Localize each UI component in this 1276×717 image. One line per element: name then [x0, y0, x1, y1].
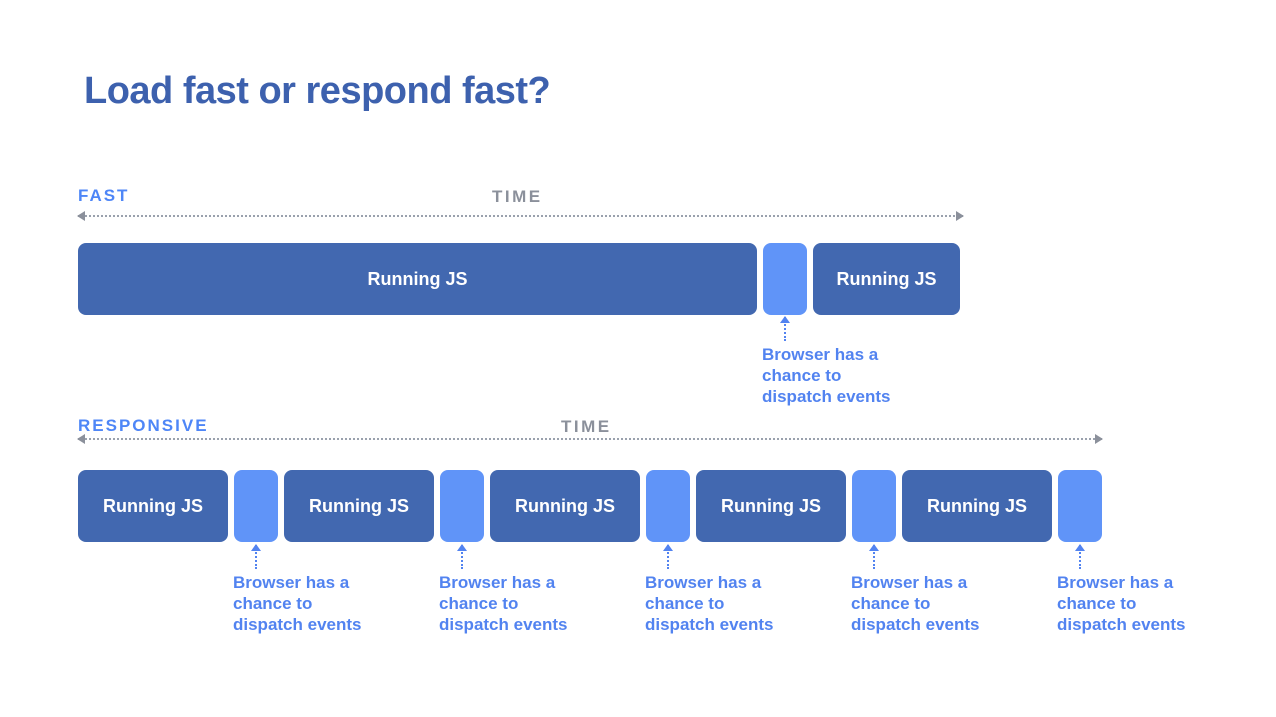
annotation-line: dispatch events	[439, 615, 568, 634]
running-js-block: Running JS	[813, 243, 960, 315]
annotation-line: chance to	[233, 594, 313, 613]
running-js-block: Running JS	[490, 470, 640, 542]
responsive-time-axis	[77, 434, 1103, 444]
running-js-label: Running JS	[515, 495, 615, 516]
fast-section-label: FAST	[78, 186, 130, 205]
idle-block	[440, 470, 484, 542]
arrow-right-icon	[1095, 434, 1103, 444]
responsive-time-label: TIME	[561, 417, 612, 436]
annotation-responsive-1: Browser has a chance to dispatch events	[233, 544, 405, 635]
annotation-line: chance to	[439, 594, 519, 613]
up-arrow-icon	[780, 316, 790, 341]
up-arrow-icon	[1075, 544, 1085, 569]
running-js-block: Running JS	[78, 470, 228, 542]
running-js-label: Running JS	[721, 495, 821, 516]
up-arrow-icon	[869, 544, 879, 569]
running-js-label: Running JS	[309, 495, 409, 516]
page-title: Load fast or respond fast?	[84, 70, 551, 112]
responsive-section-label: RESPONSIVE	[78, 416, 209, 435]
arrow-left-icon	[77, 434, 85, 444]
responsive-timeline-row: Running JS Running JS Running JS Running…	[78, 470, 1102, 542]
annotation-line: dispatch events	[1057, 615, 1186, 634]
annotation-responsive-2: Browser has a chance to dispatch events	[439, 544, 611, 635]
annotation-line: dispatch events	[645, 615, 774, 634]
arrow-right-icon	[956, 211, 964, 221]
arrow-left-icon	[77, 211, 85, 221]
running-js-block: Running JS	[78, 243, 757, 315]
annotation-responsive-5: Browser has a chance to dispatch events	[1057, 544, 1229, 635]
running-js-label: Running JS	[836, 268, 937, 289]
annotation-fast: Browser has a chance to dispatch events	[762, 316, 934, 407]
running-js-label: Running JS	[367, 268, 468, 289]
fast-timeline-row: Running JS Running JS	[78, 243, 960, 315]
idle-block	[646, 470, 690, 542]
running-js-block: Running JS	[902, 470, 1052, 542]
annotation-line: chance to	[1057, 594, 1137, 613]
annotation-line: dispatch events	[762, 387, 891, 406]
annotation-line: chance to	[851, 594, 931, 613]
annotation-line: Browser has a	[439, 573, 556, 592]
up-arrow-icon	[663, 544, 673, 569]
annotation-line: Browser has a	[645, 573, 762, 592]
idle-block	[763, 243, 807, 315]
fast-time-label: TIME	[492, 187, 543, 206]
idle-block	[234, 470, 278, 542]
annotation-line: Browser has a	[233, 573, 350, 592]
annotation-line: chance to	[645, 594, 725, 613]
annotation-line: chance to	[762, 366, 842, 385]
up-arrow-icon	[457, 544, 467, 569]
running-js-label: Running JS	[103, 495, 203, 516]
annotation-line: Browser has a	[1057, 573, 1174, 592]
annotation-responsive-3: Browser has a chance to dispatch events	[645, 544, 817, 635]
annotation-line: Browser has a	[762, 345, 879, 364]
fast-time-axis	[77, 211, 964, 221]
running-js-block: Running JS	[284, 470, 434, 542]
annotation-responsive-4: Browser has a chance to dispatch events	[851, 544, 1023, 635]
up-arrow-icon	[251, 544, 261, 569]
annotation-line: Browser has a	[851, 573, 968, 592]
idle-block	[852, 470, 896, 542]
idle-block	[1058, 470, 1102, 542]
running-js-label: Running JS	[927, 495, 1027, 516]
running-js-block: Running JS	[696, 470, 846, 542]
annotation-line: dispatch events	[851, 615, 980, 634]
annotation-line: dispatch events	[233, 615, 362, 634]
